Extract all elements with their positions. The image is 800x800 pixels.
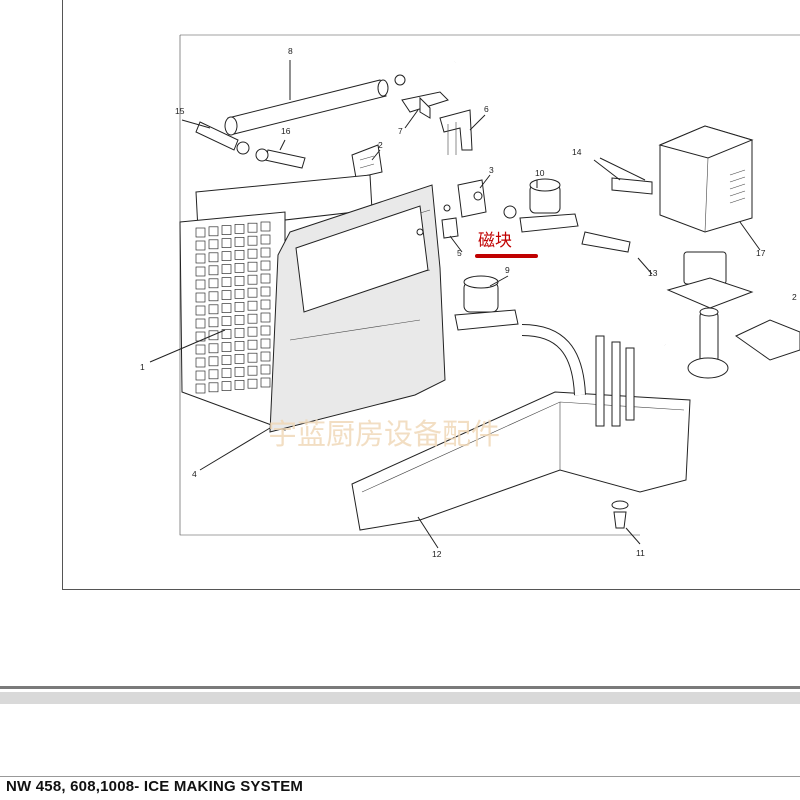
label-2: 2 [378,140,383,150]
label-16: 15 [175,106,185,116]
leader-lines [149,60,761,549]
exploded-parts-diagram: 8 15 16 2 7 6 3 10 14 5 9 13 17 1 4 12 1… [140,34,800,559]
diagram-frame [62,0,800,590]
label-10: 10 [535,168,545,178]
part-16-fitting [195,121,250,155]
part-6-clip [439,109,473,155]
label-14: 13 [648,268,658,278]
label-13: 11 [636,548,645,558]
label-3: 3 [489,165,494,175]
callout-label: 磁块 [478,231,512,251]
page-title: NW 458, 608,1008- ICE MAKING SYSTEM [6,778,304,795]
part-7-clip [401,91,449,119]
label-12: 12 [432,549,442,559]
label-6: 6 [484,104,489,114]
label-7: 7 [398,126,403,136]
label-9: 9 [505,265,510,275]
part-12-water-tray [351,391,691,531]
part-8-rod [224,74,406,136]
separator-bar [0,686,800,689]
part-2-plate [735,319,800,361]
part-19-motor-cover [658,125,754,233]
drawing-border [179,34,800,536]
part-5-magnet [441,204,459,239]
part-4-panel [269,184,446,433]
watermark-text: 宇蓝厨房设备配件 [268,417,500,451]
part-3-switch [457,179,487,218]
part-number-labels: 8 15 16 2 7 6 3 10 14 5 9 13 17 1 4 12 1… [140,46,797,559]
part-10-valve [503,178,579,233]
label-8: 8 [288,46,293,56]
part-17-tube [255,148,306,169]
drain-hose [521,324,586,396]
part-15-bracket [611,177,653,195]
motor-assembly [666,251,754,379]
part-9-valve [454,275,519,331]
part-2-bracket [351,144,383,179]
label-15: 14 [572,147,582,157]
label-1: 1 [140,362,145,372]
title-rule [0,776,800,777]
label-4: 4 [192,469,197,479]
separator-band [0,692,800,704]
part-13-plug [611,500,629,529]
label-5: 5 [457,248,462,258]
part-14-tube [454,44,667,349]
pump-rods [595,335,635,427]
label-2-right: 2 [792,292,797,302]
label-17: 16 [281,126,291,136]
part-1-evaporator-grid [179,174,373,431]
label-19: 17 [756,248,766,258]
